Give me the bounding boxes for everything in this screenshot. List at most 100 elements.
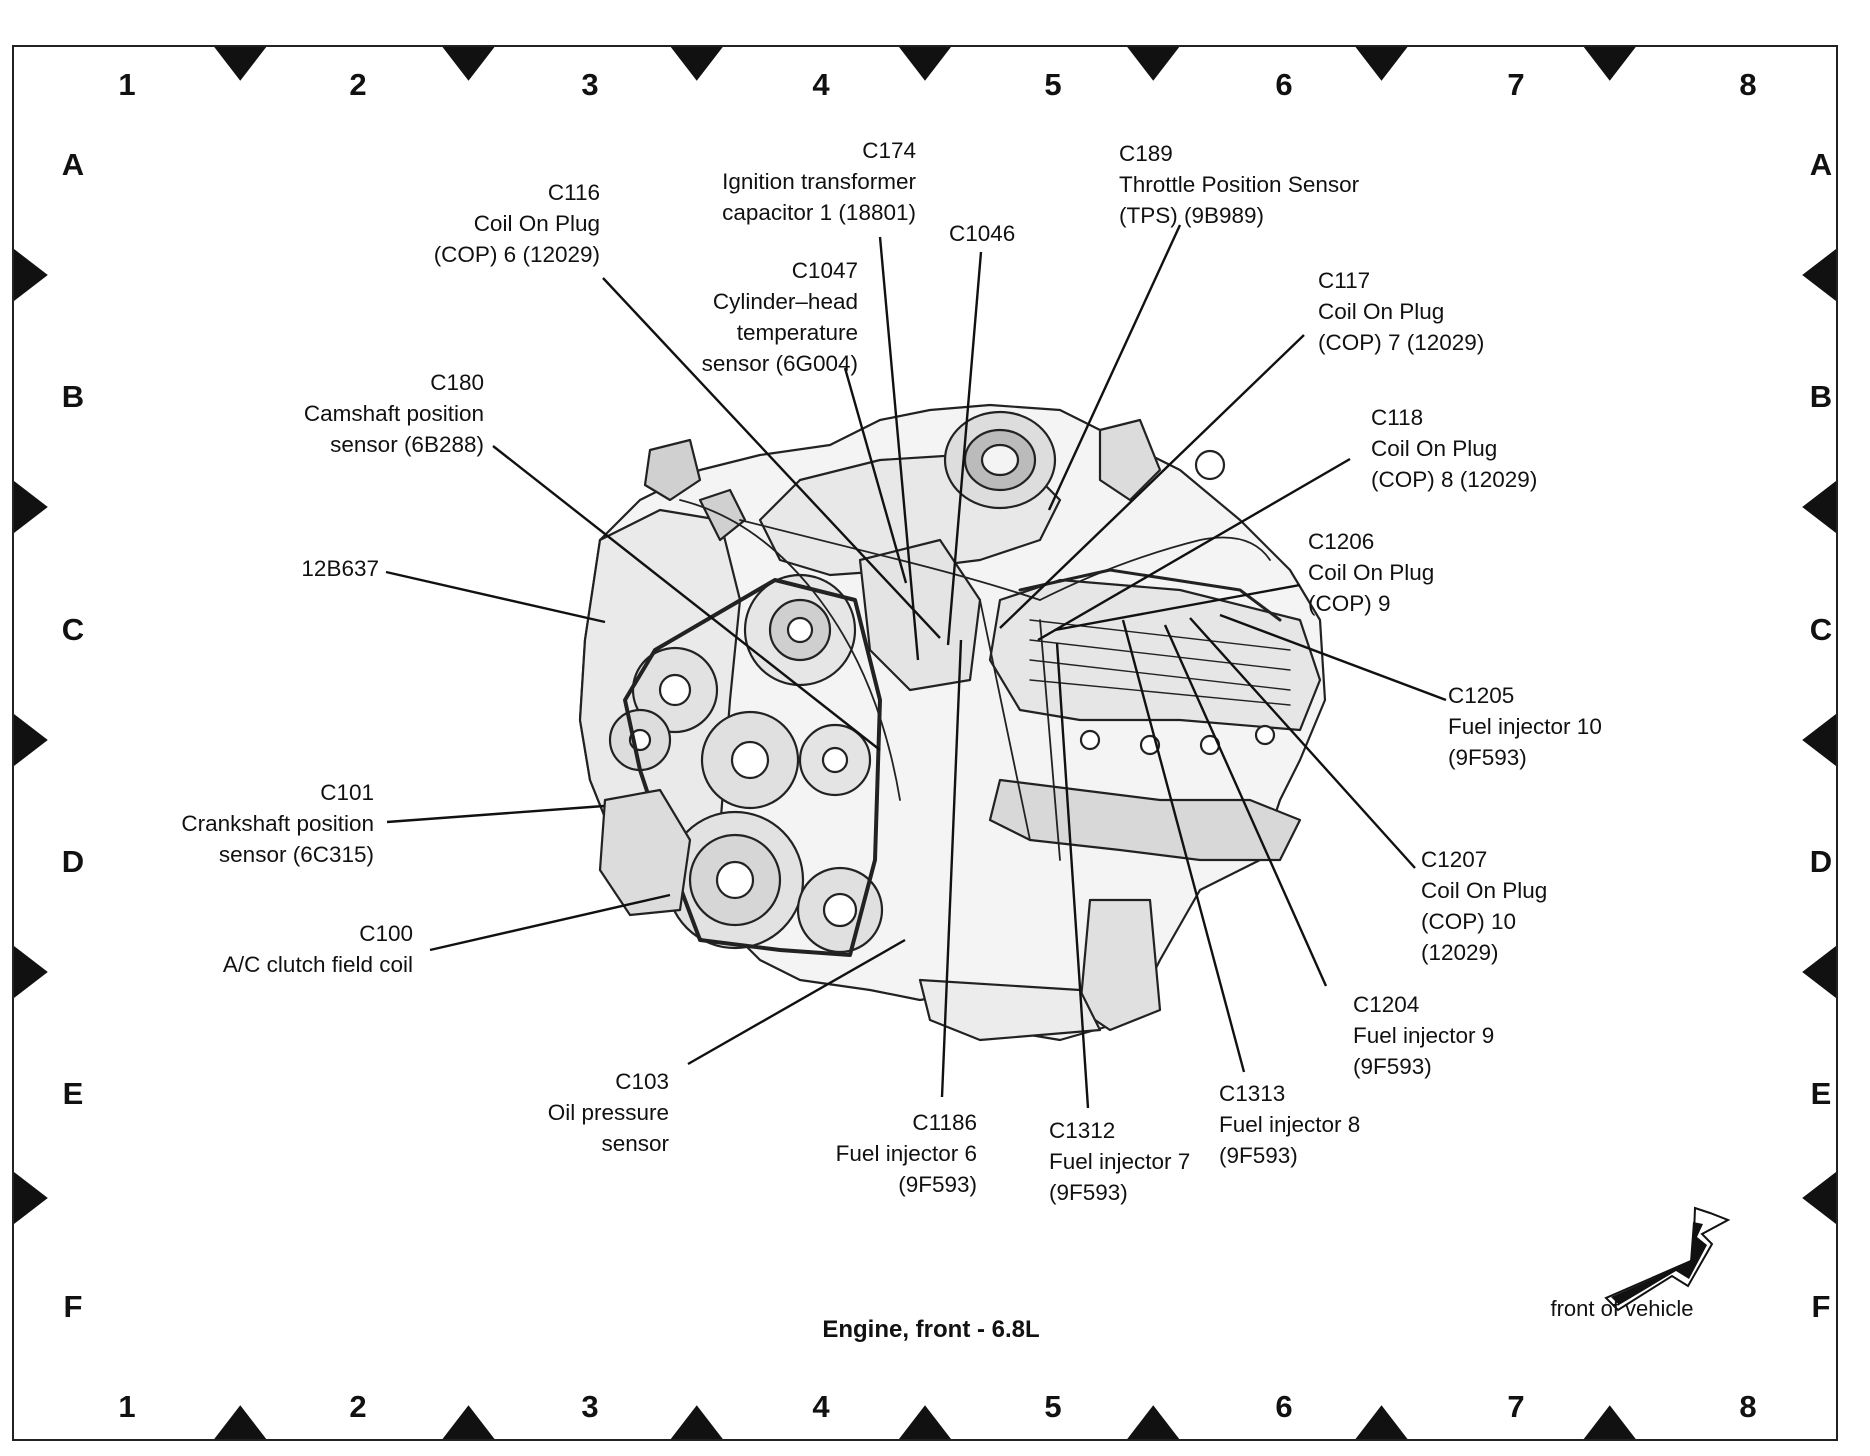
callout-c180: C180 Camshaft position sensor (6B288) — [304, 367, 484, 460]
front-of-vehicle-label: front of vehicle — [1550, 1296, 1694, 1321]
grid-col-bottom-7: 7 — [1507, 1389, 1525, 1424]
grid-marker-bottom — [1127, 1405, 1180, 1439]
grid-col-top-7: 7 — [1507, 67, 1525, 102]
component-part: (12029) — [1421, 940, 1499, 965]
grid-col-bottom-2: 2 — [349, 1389, 367, 1424]
component-part: (COP) 8 (12029) — [1371, 467, 1538, 492]
grid-marker-left — [14, 714, 48, 766]
callout-c101: C101 Crankshaft position sensor (6C315) — [181, 777, 374, 870]
callout-c174: C174 Ignition transformer capacitor 1 (1… — [722, 135, 916, 228]
grid-row-right-a: A — [1809, 147, 1833, 182]
component-name: Coil On Plug — [1318, 299, 1445, 324]
component-name: Oil pressure — [547, 1100, 669, 1125]
grid-col-top-2: 2 — [349, 67, 367, 102]
grid-markers — [14, 47, 1836, 1439]
component-name-2: (COP) 10 — [1421, 909, 1517, 934]
connector-id: C116 — [547, 180, 600, 205]
component-name: Coil On Plug — [473, 211, 600, 236]
component-part: (COP) 6 (12029) — [433, 242, 600, 267]
part-number: 12B637 — [301, 556, 379, 581]
callout-c103: C103 Oil pressure sensor — [548, 1066, 669, 1159]
grid-marker-bottom — [670, 1405, 723, 1439]
callout-c1186: C1186 Fuel injector 6 (9F593) — [836, 1107, 977, 1200]
component-name: Coil On Plug — [1371, 436, 1498, 461]
component-part: (9F593) — [1049, 1180, 1128, 1205]
grid-marker-right — [1802, 481, 1836, 533]
grid-col-bottom-5: 5 — [1044, 1389, 1062, 1424]
callout-c116: C116 Coil On Plug (COP) 6 (12029) — [434, 177, 600, 270]
component-name: Camshaft position — [303, 401, 484, 426]
grid-row-left-a: A — [61, 147, 85, 182]
connector-id: C1312 — [1049, 1118, 1116, 1143]
component-part: (9F593) — [1353, 1054, 1432, 1079]
component-name: Fuel injector 7 — [1049, 1149, 1191, 1174]
engine-illustration — [578, 403, 1327, 1042]
grid-marker-left — [14, 249, 48, 301]
component-name: A/C clutch field coil — [222, 952, 413, 977]
grid-marker-bottom — [1583, 1405, 1636, 1439]
connector-id: C180 — [430, 370, 484, 395]
component-part: sensor (6C315) — [218, 842, 374, 867]
component-part: sensor (6B288) — [330, 432, 484, 457]
callout-c1047: C1047 Cylinder–head temperature sensor (… — [702, 255, 858, 379]
component-name: Crankshaft position — [181, 811, 374, 836]
connector-id: C189 — [1119, 141, 1173, 166]
grid-marker-top — [670, 47, 723, 81]
grid-marker-top — [899, 47, 951, 81]
grid-marker-bottom — [1355, 1405, 1408, 1439]
front-of-vehicle-arrow-icon — [1604, 1206, 1731, 1312]
connector-id: C1047 — [791, 258, 858, 283]
component-part: (COP) 7 (12029) — [1318, 330, 1485, 355]
grid-col-bottom-1: 1 — [118, 1389, 136, 1424]
component-part: (COP) 9 — [1308, 591, 1391, 616]
sheet-border — [12, 45, 1838, 1441]
connector-id: C100 — [359, 921, 413, 946]
grid-col-top-6: 6 — [1275, 67, 1293, 102]
grid-col-bottom-4: 4 — [812, 1389, 830, 1424]
grid-row-left-f: F — [63, 1289, 83, 1324]
connector-id: C101 — [320, 780, 374, 805]
component-name: Fuel injector 9 — [1353, 1023, 1495, 1048]
callout-12b637: 12B637 — [301, 553, 379, 584]
grid-col-bottom-6: 6 — [1275, 1389, 1293, 1424]
grid-row-right-c: C — [1809, 612, 1833, 647]
component-part: (9F593) — [1219, 1143, 1298, 1168]
connector-id: C103 — [615, 1069, 669, 1094]
grid-marker-bottom — [214, 1405, 267, 1439]
callout-c100: C100 A/C clutch field coil — [223, 918, 413, 980]
grid-col-top-8: 8 — [1739, 67, 1757, 102]
callout-c1205: C1205 Fuel injector 10 (9F593) — [1448, 680, 1602, 773]
grid-col-bottom-3: 3 — [581, 1389, 599, 1424]
grid-col-top-3: 3 — [581, 67, 599, 102]
component-name: Coil On Plug — [1421, 878, 1548, 903]
connector-id: C1206 — [1308, 529, 1375, 554]
grid-marker-right — [1802, 249, 1836, 301]
grid-row-left-d: D — [61, 844, 85, 879]
grid-marker-top — [214, 47, 267, 81]
grid-col-top-4: 4 — [812, 67, 830, 102]
grid-row-right-e: E — [1810, 1076, 1832, 1111]
grid-row-right-d: D — [1809, 844, 1833, 879]
callout-c1313: C1313 Fuel injector 8 (9F593) — [1219, 1078, 1360, 1171]
grid-marker-top — [1355, 47, 1408, 81]
connector-id: C118 — [1371, 405, 1424, 430]
component-name: Cylinder–head — [712, 289, 858, 314]
component-part: (9F593) — [1448, 745, 1527, 770]
grid-row-left-c: C — [61, 612, 85, 647]
grid-marker-top — [1583, 47, 1636, 81]
leader-lines — [385, 224, 1447, 1109]
callout-c1046: C1046 — [949, 218, 1015, 249]
callout-c117: C117 Coil On Plug (COP) 7 (12029) — [1318, 265, 1484, 358]
component-name-2: sensor — [601, 1131, 669, 1156]
component-name-2: temperature — [736, 320, 858, 345]
grid-col-top-5: 5 — [1044, 67, 1062, 102]
component-part: (TPS) (9B989) — [1119, 203, 1265, 228]
grid-marker-left — [14, 946, 48, 998]
callout-c1204: C1204 Fuel injector 9 (9F593) — [1353, 989, 1494, 1082]
callout-c189: C189 Throttle Position Sensor (TPS) (9B9… — [1119, 138, 1359, 231]
connector-id: C1205 — [1448, 683, 1515, 708]
callout-c1312: C1312 Fuel injector 7 (9F593) — [1049, 1115, 1190, 1208]
grid-marker-left — [14, 481, 48, 533]
